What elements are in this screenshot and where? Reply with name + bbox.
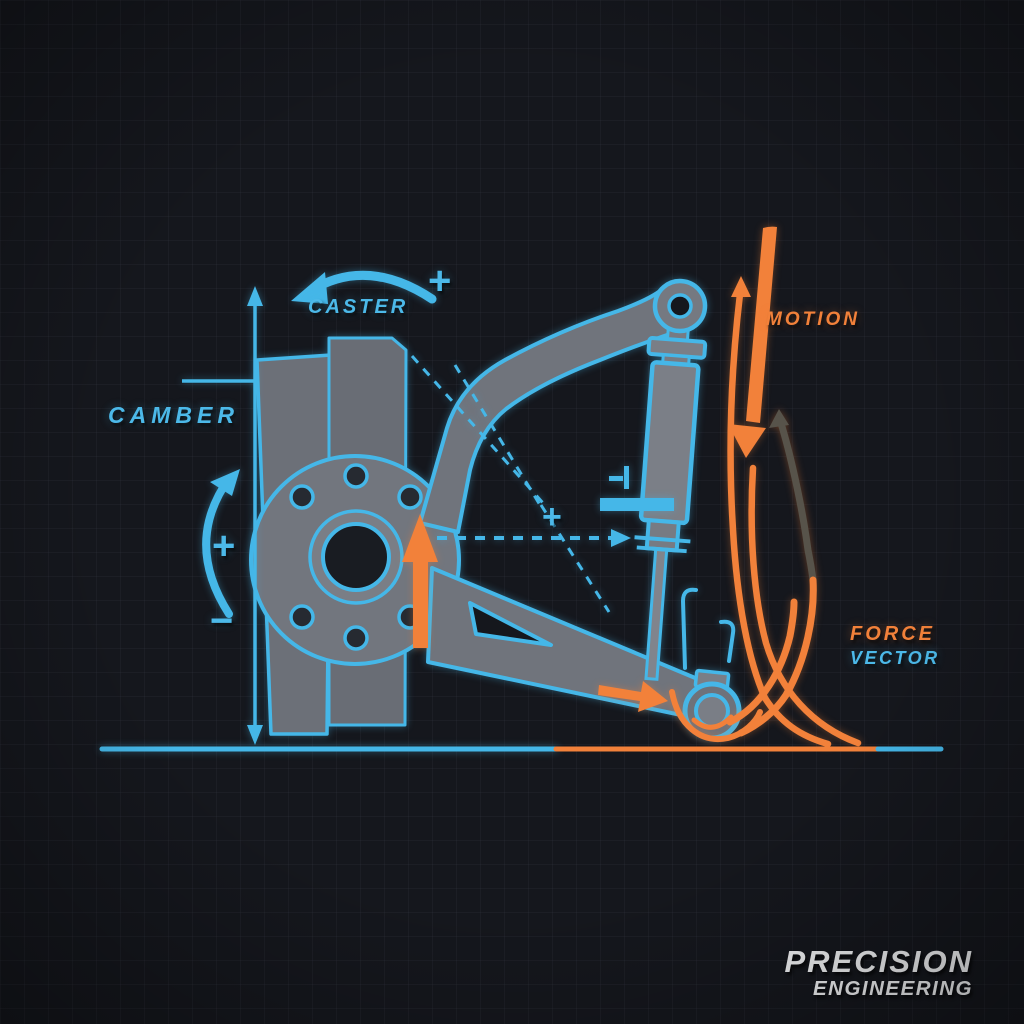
caster-label: CASTER [308,296,409,318]
shock-absorber [634,278,708,681]
hub-bore [321,522,391,592]
axis-plus-symbol: + [542,498,562,536]
force-label: FORCE [850,623,935,645]
camber-arc-arrow [202,469,240,618]
shock-flange-line [634,535,691,544]
force-fan-curve-mid [726,598,798,726]
motion-label: MOTION [766,309,860,330]
shock-flange-line [636,545,687,554]
dimension-bar [600,466,674,511]
wheel-assembly [249,278,742,741]
shock-eyelet-bore [667,293,693,319]
lower-arm-cutout [468,601,553,647]
brand-logo: PRECISION ENGINEERING [784,946,973,1000]
shock-bumpstop [644,518,681,553]
logo-line1: PRECISION [784,944,973,979]
arm-force-arrow [598,681,668,712]
camber-reference-line [182,286,263,745]
travel-curve-outer [748,464,862,747]
axis-dashed-arrow [437,529,631,547]
load-arrow-up [402,514,438,648]
orange-annotations [402,226,862,748]
bolt-holes [289,463,423,651]
rebound-curve [737,409,817,737]
logo-line2: ENGINEERING [812,977,973,1000]
balljoint-bracket-right [719,619,736,663]
camber-label: CAMBER [108,402,239,428]
steering-axis-dashed-lines [410,355,611,613]
caster-plus-symbol: + [428,259,452,303]
balljoint-bracket-left [680,587,698,670]
camber-plus-symbol: + [212,524,236,568]
motion-down-arrow [728,226,777,458]
caster-arc-arrow [291,270,437,304]
cyan-annotations [182,270,674,745]
camber-minus-symbol: − [210,599,234,643]
upper-control-arm [418,289,678,534]
vector-label: VECTOR [850,648,940,668]
shock-shaft [644,545,669,681]
motion-up-arrow-path [727,276,832,748]
